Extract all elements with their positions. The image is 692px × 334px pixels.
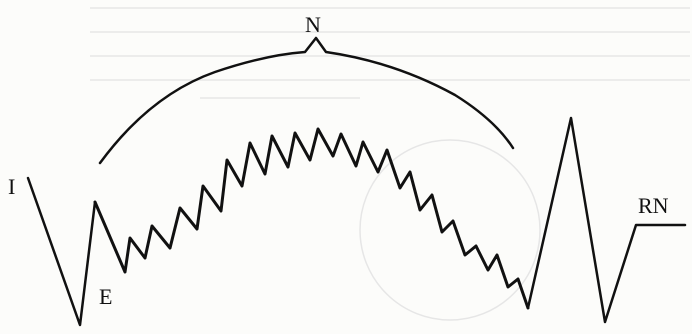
label-end: RN [638,193,669,218]
label-apex: N [305,12,321,37]
introduction-line [28,178,95,325]
arc-curve [100,38,513,163]
conflict-zigzag [95,129,528,308]
label-start: I [8,174,15,199]
resolution-line [528,118,685,322]
label-entry: E [99,284,112,309]
